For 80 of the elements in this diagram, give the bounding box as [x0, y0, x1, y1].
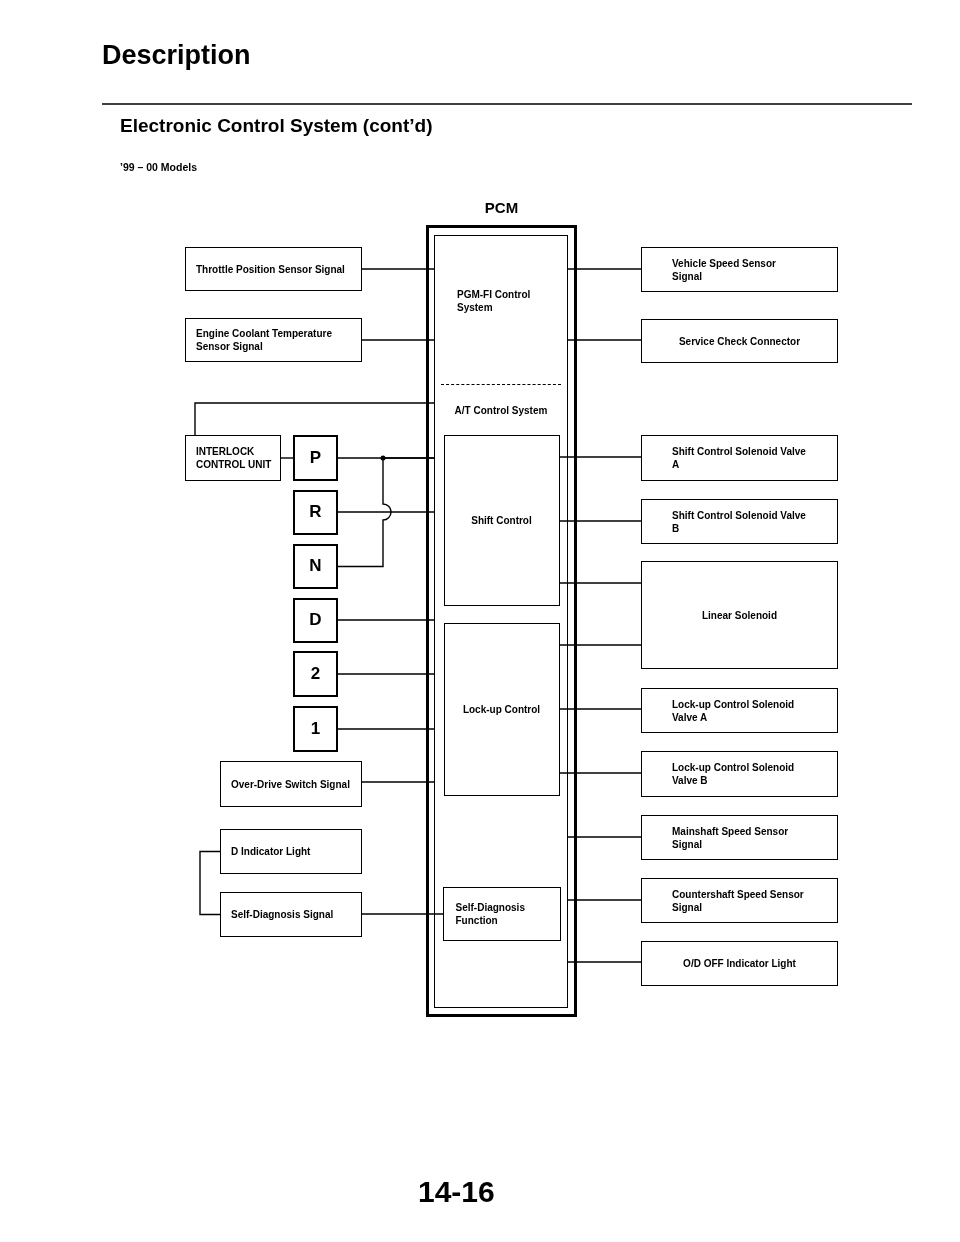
selector-letter: 2	[310, 662, 321, 685]
box-label: Self-Diagnosis Function	[455, 900, 526, 927]
output-box	[641, 561, 838, 669]
selector-position-box	[293, 544, 338, 589]
output-box	[641, 751, 838, 797]
wire	[559, 456, 642, 458]
wire	[194, 402, 435, 436]
page-number: 14-16	[418, 1175, 495, 1209]
box-label: Linear Solenoid	[702, 608, 777, 622]
wire	[559, 708, 642, 710]
wire	[361, 913, 444, 915]
box-label: Shift Control	[471, 513, 532, 527]
box-label: Service Check Connector	[678, 334, 801, 348]
wire	[559, 772, 642, 774]
box-label: Countershaft Speed Sensor Signal	[672, 887, 805, 914]
wire	[559, 644, 642, 646]
box-label: INTERLOCK CONTROL UNIT	[196, 445, 273, 471]
wire	[559, 582, 642, 584]
input-box	[185, 435, 281, 481]
section-heading: Electronic Control System (cont’d)	[120, 115, 433, 137]
wire	[567, 836, 642, 838]
wire	[567, 961, 642, 963]
selector-letter: D	[309, 609, 322, 632]
box-label: Over-Drive Switch Signal	[231, 777, 350, 791]
output-box	[641, 815, 838, 860]
input-box	[220, 829, 362, 874]
output-box	[641, 247, 838, 292]
wire	[559, 520, 642, 522]
wire	[337, 673, 435, 675]
box-label: Lock-up Control Solenoid Valve A	[672, 697, 796, 724]
output-box	[641, 435, 838, 481]
function-box	[443, 622, 560, 796]
model-years: ’99 – 00 Models	[120, 161, 198, 173]
wire	[361, 339, 435, 341]
function-box	[443, 434, 560, 606]
selector-letter: P	[309, 446, 322, 469]
output-box	[641, 688, 838, 733]
function-box	[442, 886, 561, 941]
wire	[361, 268, 435, 270]
wire	[337, 511, 435, 513]
output-box	[641, 878, 838, 923]
box-label: Lock-up Control Solenoid Valve B	[672, 761, 796, 787]
selector-position-box	[293, 490, 338, 535]
box-label: Engine Coolant Temperature Sensor Signal	[196, 327, 333, 353]
box-label: Self-Diagnosis Signal	[231, 908, 334, 921]
box-label: Lock-up Control	[462, 702, 541, 716]
wire	[337, 728, 435, 730]
page-title: Description	[102, 40, 251, 71]
selector-position-box	[293, 435, 338, 481]
system-label: PGM-FI Control System	[457, 288, 532, 314]
box-label: Shift Control Solenoid Valve A	[672, 445, 807, 471]
selector-position-box	[293, 706, 338, 752]
input-box	[220, 761, 362, 807]
box-label: Shift Control Solenoid Valve B	[672, 508, 807, 535]
box-label: Vehicle Speed Sensor Signal	[672, 256, 777, 283]
selector-position-box	[293, 651, 338, 697]
selector-letter: 1	[310, 717, 321, 740]
output-box	[641, 499, 838, 544]
output-box	[641, 319, 838, 363]
box-label: Mainshaft Speed Sensor Signal	[672, 824, 790, 851]
wire	[567, 268, 642, 270]
selector-letter: N	[309, 555, 322, 578]
input-box	[185, 318, 362, 362]
box-label: Throttle Position Sensor Signal	[196, 262, 345, 276]
wire	[337, 619, 435, 621]
wire	[337, 457, 435, 568]
selector-letter: R	[309, 501, 322, 524]
box-label: D Indicator Light	[231, 845, 311, 858]
pcm-heading: PCM	[483, 198, 520, 218]
box-label: O/D OFF Indicator Light	[683, 957, 796, 970]
input-box	[185, 247, 362, 291]
wire	[199, 850, 221, 916]
system-label: A/T Control System	[453, 404, 549, 417]
wire	[567, 899, 642, 901]
output-box	[641, 941, 838, 986]
input-box	[220, 892, 362, 937]
wire	[361, 781, 435, 783]
selector-position-box	[293, 598, 338, 643]
wire	[280, 457, 294, 459]
wire	[567, 339, 642, 341]
